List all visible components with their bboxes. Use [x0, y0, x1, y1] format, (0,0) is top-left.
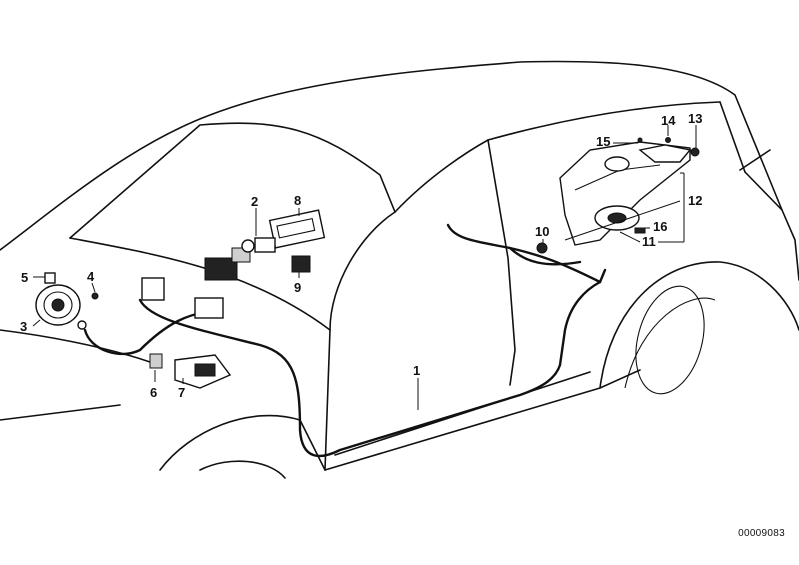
callout-3: 3 [20, 319, 28, 334]
callout-4: 4 [87, 269, 95, 284]
callout-leader-lines [32, 125, 697, 410]
rear-speaker-housing [536, 137, 700, 254]
callout-13: 13 [688, 111, 703, 126]
callout-16: 16 [653, 219, 668, 234]
callout-12: 12 [688, 193, 703, 208]
callout-9: 9 [294, 280, 302, 295]
callout-10: 10 [535, 224, 550, 239]
radio-connector-cluster [204, 209, 326, 281]
wiring-harness [83, 223, 607, 458]
callout-11: 11 [642, 234, 656, 249]
callout-7: 7 [178, 385, 186, 400]
callout-1: 1 [413, 363, 421, 378]
front-speaker [35, 272, 99, 326]
callout-14: 14 [661, 113, 676, 128]
car-body-outline [0, 60, 799, 479]
callout-2: 2 [251, 194, 259, 209]
dome-light-parts [77, 277, 232, 389]
callout-8: 8 [294, 193, 302, 208]
callout-6: 6 [150, 385, 158, 400]
callout-5: 5 [21, 270, 29, 285]
document-number: 00009083 [738, 528, 785, 539]
callout-15: 15 [596, 134, 611, 149]
